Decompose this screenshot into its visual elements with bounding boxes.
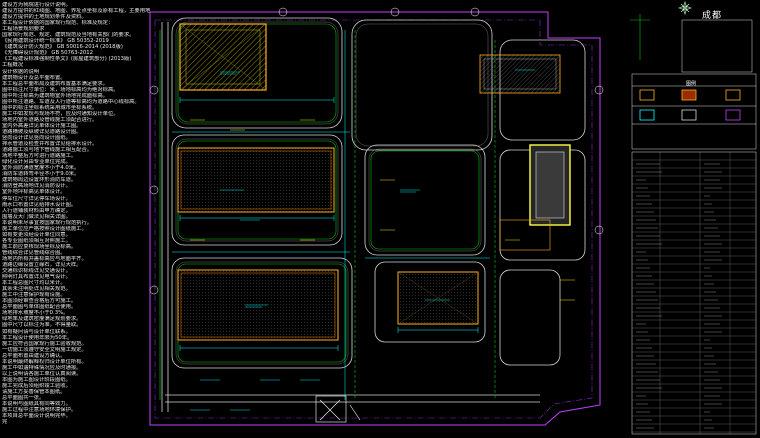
note-line: 建设方提供的土地规划条件及资料。 — [2, 14, 87, 21]
note-line: 施工过程中注意场地环境保护。 — [2, 407, 77, 414]
title-block-entries — [636, 163, 722, 429]
building-7 — [499, 219, 551, 251]
note-line: 国家现行规范、规定、建筑规范及当地有关部门的要求。 — [2, 32, 135, 39]
note-line: 道路边缘设置立缘石，详见大样。 — [2, 262, 82, 269]
compass-icon — [678, 1, 692, 15]
note-line: 本工程总图尺寸均以米计。 — [2, 280, 66, 287]
city-label: 成都 — [702, 11, 723, 21]
note-line: 绿化设计另由专业单位完成。 — [2, 159, 71, 166]
note-line: 施工中注意保护现有设施。 — [2, 292, 66, 299]
note-line: 建筑物周边设置环形消防车道。 — [2, 177, 77, 184]
dimension-lines — [172, 30, 490, 400]
legend-heading: 图例 — [686, 81, 697, 87]
note-line: 室内外高差详见单体设计施工图。 — [2, 122, 82, 129]
note-line: 施工前应复核现场坐标及标高。 — [2, 243, 77, 250]
design-notes-panel: 建设方为我院进行设计说明。建设方提供的红线图、地图、界址点坐标及原有工程，主要用… — [2, 2, 154, 436]
note-line: 工程场景规划要求 — [2, 26, 45, 33]
title-block-rows — [632, 159, 756, 433]
note-line: 本说明与图纸具有同等效力。 — [2, 401, 71, 408]
note-line: 照明灯具布置详见电气设计。 — [2, 274, 71, 281]
note-line: 施工完成后须组织竣工验收。 — [2, 382, 71, 389]
note-line: 交通标识标线详见交通设计。 — [2, 268, 71, 275]
note-line: 图中尺寸以标注为准，不得量取。 — [2, 322, 82, 329]
grid-axis-markers — [149, 7, 604, 295]
note-line: 施工中如遇特殊情况应及时通报。 — [2, 364, 82, 371]
annotation-marks — [190, 69, 535, 411]
note-line: 停车位尺寸详见停车场设计。 — [2, 195, 71, 202]
property-boundary-inner — [154, 19, 593, 419]
note-line: 管线综合详见管线综合图。 — [2, 249, 66, 256]
note-line: 场地平整后方可进行道路施工。 — [2, 153, 77, 160]
note-line: 建设方提供的红线图、地图、界址点坐标及原有工程，主要用地 — [2, 8, 151, 15]
note-line: 总平面布置由建设方确认。 — [2, 352, 66, 359]
note-line: 室外消防通道宽度不小于4.0米。 — [2, 165, 80, 172]
note-line: 本工程总平面布局及建筑布置基本满足要求。 — [2, 80, 108, 87]
curb-lines — [175, 21, 489, 365]
note-line: 室外地坪标高见单体设计。 — [2, 189, 66, 196]
note-line: 道路施工须与地下管线施工相互配合。 — [2, 147, 93, 154]
building-5 — [479, 54, 561, 94]
note-line: 施工单位应严格按照设计图纸施工。 — [2, 225, 87, 232]
note-line: 图中所注道路、车道及人行道等标高均为道路中心线标高。 — [2, 98, 140, 105]
note-line: 施工应符合国家现行施工验收规范。 — [2, 340, 87, 347]
note-line: 如有变更须经设计单位同意。 — [2, 231, 71, 238]
note-line: 图中标注尺寸单位：米，场地标高均为绝对标高。 — [2, 86, 119, 93]
note-line: 如有疑问请与设计单位联系。 — [2, 328, 71, 335]
north-arrow-icon — [630, 14, 650, 60]
note-line: 设计依据的说明 — [2, 68, 40, 75]
note-line: 本图须经审查合格后方可施工。 — [2, 298, 77, 305]
note-line: 《建筑设计防火规范》 GB 50016-2014 (2018版) — [2, 44, 123, 51]
yellow-marks — [190, 119, 575, 301]
legend-swatches — [639, 89, 741, 121]
note-line: 建设方为我院进行设计说明。 — [2, 2, 71, 8]
entry-markers — [315, 395, 361, 423]
note-line: 完 — [2, 419, 8, 426]
note-line: 绿地率及建筑密度满足规划要求。 — [2, 316, 82, 323]
note-line: 排水管道及检查井布置详见给排水设计。 — [2, 141, 98, 148]
note-line: 一切施工须遵守安全文明施工规定。 — [2, 346, 87, 353]
note-line: 《工程建设标准强制性条文》(房屋建筑部分) (2013版) — [2, 56, 132, 63]
note-line: 《民用建筑设计统一标准》 GB 50352-2019 — [2, 38, 109, 45]
legend-title-block — [631, 19, 757, 435]
note-line: 请施工方妥善保管本图纸。 — [2, 389, 66, 395]
note-line: 总平面图共一张。 — [2, 395, 45, 402]
note-line: 消防登高场地详见消防设计。 — [2, 183, 71, 190]
note-line: 围墙及大门做法见相关详图。 — [2, 213, 71, 220]
property-boundary — [149, 11, 601, 426]
note-line: 场地内室外道路及管线施工须配合进行。 — [2, 116, 98, 123]
note-line: 本工程设计使用年限为50年。 — [2, 334, 73, 341]
building-2 — [177, 147, 335, 213]
note-line: 场地排水坡度不小于0.3%。 — [2, 310, 69, 317]
title-block-columns — [659, 152, 731, 434]
note-line: 《无障碍设计规范》 GB 50763-2012 — [2, 50, 94, 57]
note-line: 场地内所有井盖标高应与地面平齐。 — [2, 255, 87, 262]
note-line: 施工中如发现与现场不符，应及时通知设计单位。 — [2, 110, 119, 117]
note-line: 图中所注标高为建筑物室外场地完成面标高。 — [2, 92, 108, 99]
note-line: 以上说明请各施工单位认真阅读。 — [2, 370, 82, 377]
building-1-roofline — [179, 23, 267, 91]
note-line: 消防车道转弯半径不小于9.0米。 — [2, 171, 80, 178]
note-line: 各专业图纸须相互对照施工。 — [2, 237, 71, 244]
note-line: 本说明未尽事宜按国家现行规范执行。 — [2, 219, 93, 226]
note-line: 其余未注明处详见相关规范。 — [2, 286, 71, 293]
note-line: 本工程设计依据的国家现行规范、标准及规定： — [2, 20, 114, 27]
building-1-inner — [185, 29, 261, 85]
note-line: 本项目总平面设计说明完毕。 — [2, 413, 71, 420]
dimension-ticks — [179, 97, 479, 351]
note-line: 雨水口布置详见给排水设计图。 — [2, 201, 77, 208]
note-line: 本图为施工图设计阶段图纸。 — [2, 376, 71, 383]
note-line: 本说明最终解释权归设计单位所有。 — [2, 358, 87, 365]
note-line: 工程概况 — [2, 62, 24, 69]
note-line: 道路横坡及纵坡详见道路设计图。 — [2, 128, 82, 135]
note-line: 图中的标注坐标系统采用城市坐标系统。 — [2, 104, 98, 111]
note-line: 竖向设计详见竖向设计图纸。 — [2, 135, 71, 142]
note-line: 人行道铺装材料由甲方确定。 — [2, 207, 71, 214]
note-line: 总平面图与单体图纸配合使用。 — [2, 304, 77, 311]
note-line: 建筑物设计及总平面布置。 — [2, 74, 66, 81]
